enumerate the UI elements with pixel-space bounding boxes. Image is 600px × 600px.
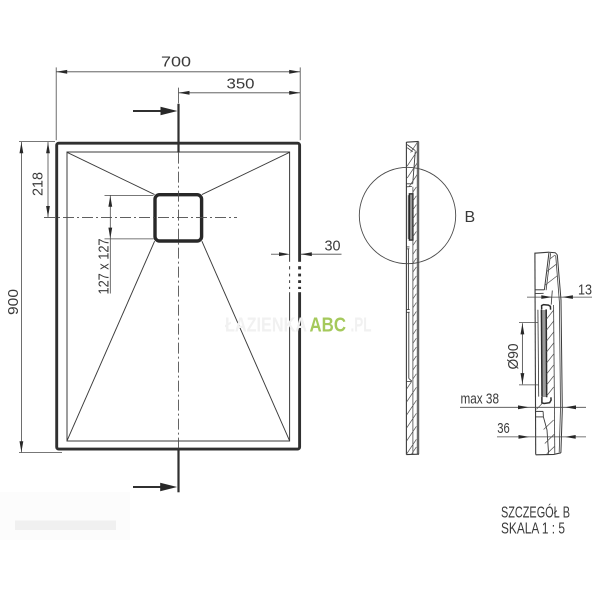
- svg-text:700: 700: [161, 53, 191, 70]
- svg-text:36: 36: [497, 420, 510, 437]
- svg-text:350: 350: [227, 75, 255, 92]
- svg-text:SKALA 1 : 5: SKALA 1 : 5: [501, 521, 565, 538]
- svg-text:ABC: ABC: [310, 315, 347, 337]
- svg-text:13: 13: [578, 281, 592, 298]
- svg-text:max 38: max 38: [461, 391, 500, 408]
- svg-text:900: 900: [5, 289, 22, 315]
- svg-text:30: 30: [325, 237, 341, 254]
- svg-text:Ø90: Ø90: [505, 344, 522, 370]
- svg-text:127 x 127: 127 x 127: [96, 239, 113, 295]
- svg-text:218: 218: [30, 172, 47, 196]
- svg-text:ŁAZIENKA: ŁAZIENKA: [225, 315, 307, 337]
- svg-text:B: B: [465, 209, 476, 226]
- svg-text:SZCZEGÓŁ B: SZCZEGÓŁ B: [501, 503, 570, 522]
- svg-text:.PL: .PL: [351, 315, 372, 337]
